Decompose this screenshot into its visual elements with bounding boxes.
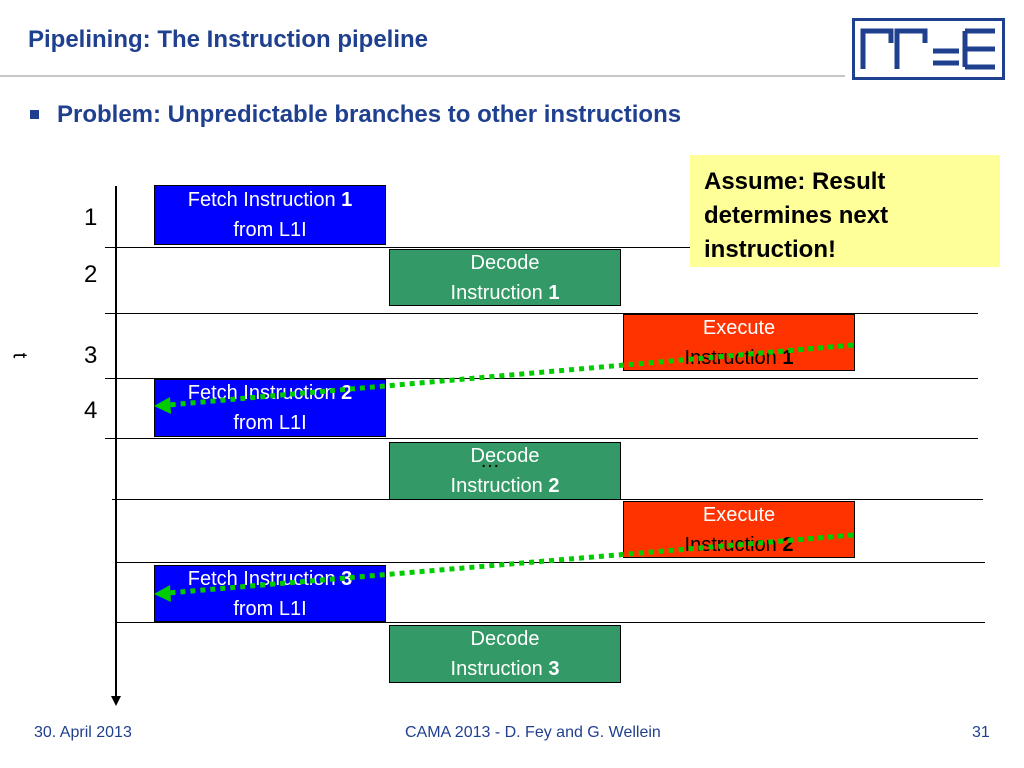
row-number-3: 3 [84, 342, 98, 369]
branch-arrow-1-head [154, 397, 171, 414]
row-divider [105, 247, 690, 248]
branch-arrow-1-line [167, 342, 854, 408]
branch-arrow-2-line [167, 532, 854, 596]
row-divider [117, 622, 985, 623]
decode-instruction-1-box: Decode Instruction 1 [389, 249, 621, 306]
assumption-note: Assume: Result determines next instructi… [690, 155, 1000, 267]
decode-instruction-3-box: Decode Instruction 3 [389, 625, 621, 683]
row-divider [105, 438, 978, 439]
execute-instruction-2-box: Execute Instruction 2 [623, 501, 855, 558]
row-number-1: 1 [84, 204, 98, 231]
rrze-logo-graphic [860, 28, 995, 70]
fetch-instruction-3-box: Fetch Instruction 3 from L1I [154, 565, 386, 622]
page-number: 31 [972, 724, 990, 741]
time-axis [115, 186, 117, 700]
title-divider [0, 75, 845, 77]
slide-title: Pipelining: The Instruction pipeline [28, 26, 429, 53]
branch-arrow-2-head [154, 585, 171, 602]
time-axis-arrowhead [111, 696, 121, 706]
ellipsis: … [480, 450, 500, 472]
footer-date: 30. April 2013 [34, 724, 132, 741]
rrze-logo [852, 18, 1005, 80]
bullet-text: Problem: Unpredictable branches to other… [57, 101, 682, 128]
row-divider [105, 378, 978, 379]
bullet-marker [30, 110, 39, 119]
fetch-instruction-1-box: Fetch Instruction 1 from L1I [154, 185, 386, 245]
row-number-4: 4 [84, 397, 98, 424]
row-divider [105, 313, 978, 314]
footer-center: CAMA 2013 - D. Fey and G. Wellein [405, 724, 661, 741]
row-number-2: 2 [84, 261, 98, 288]
decode-instruction-2-box: Decode Instruction 2 [389, 442, 621, 500]
